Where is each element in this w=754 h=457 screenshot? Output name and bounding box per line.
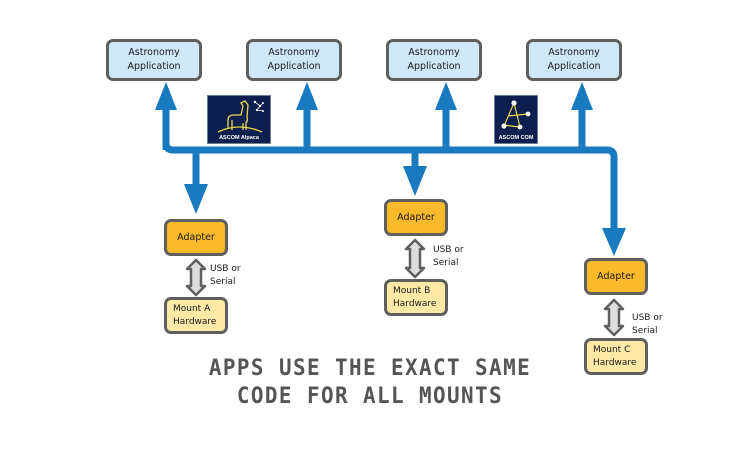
link-line2: Serial	[632, 326, 658, 336]
adapter-box-c: Adapter	[584, 258, 648, 295]
mount-b-hardware-box: Mount B Hardware	[384, 279, 448, 316]
alpaca-icon	[217, 100, 264, 133]
app-label-line1: Astronomy	[408, 47, 460, 58]
mount-label-line1: Mount C	[593, 344, 631, 355]
mount-label-line2: Hardware	[173, 316, 217, 327]
app-label-line1: Astronomy	[268, 47, 320, 58]
link-label-c: USB or Serial	[632, 312, 663, 338]
constellation-icon	[501, 100, 531, 130]
arrow-down-adapter-b	[403, 166, 427, 196]
adapter-label: Adapter	[397, 211, 435, 223]
app-label-line1: Astronomy	[548, 47, 600, 58]
link-label-a: USB or Serial	[210, 263, 241, 289]
link-line2: Serial	[210, 277, 236, 287]
arrow-down-adapter-a	[184, 184, 208, 214]
adapter-box-a: Adapter	[164, 219, 228, 256]
mount-label-line2: Hardware	[393, 298, 437, 309]
mount-label-line2: Hardware	[593, 357, 637, 368]
arrow-up-app-3	[435, 82, 457, 110]
mount-a-hardware-box: Mount A Hardware	[164, 297, 228, 334]
link-label-b: USB or Serial	[433, 244, 464, 270]
app-label-line2: Application	[407, 61, 461, 72]
caption-line1: APPS USE THE EXACT SAME	[208, 356, 532, 381]
caption: APPS USE THE EXACT SAME CODE FOR ALL MOU…	[161, 355, 579, 411]
ascom-com-logo: ASCOM COM	[494, 95, 538, 144]
mount-label-line1: Mount A	[173, 303, 211, 314]
ascom-com-label: ASCOM COM	[498, 135, 534, 141]
double-arrow-c	[603, 298, 625, 337]
caption-line2: CODE FOR ALL MOUNTS	[236, 384, 504, 409]
adapter-label: Adapter	[597, 270, 635, 282]
adapter-box-b: Adapter	[384, 199, 448, 236]
double-arrow-a	[185, 258, 207, 297]
mount-c-hardware-box: Mount C Hardware	[584, 338, 648, 375]
link-line1: USB or	[433, 245, 464, 255]
arrow-up-app-4	[571, 82, 593, 110]
app-label-line1: Astronomy	[128, 47, 180, 58]
mount-label-line1: Mount B	[393, 285, 431, 296]
link-line1: USB or	[632, 313, 663, 323]
adapter-label: Adapter	[177, 231, 215, 243]
arrow-down-adapter-c	[602, 228, 626, 256]
double-arrow-b	[404, 238, 426, 279]
arrow-up-app-2	[296, 82, 318, 110]
app-label-line2: Application	[547, 61, 601, 72]
ascom-alpaca-logo: ASCOM Alpaca	[207, 95, 271, 144]
ascom-alpaca-label: ASCOM Alpaca	[219, 135, 259, 141]
arrow-up-app-1	[155, 82, 177, 110]
app-label-line2: Application	[267, 61, 321, 72]
app-label-line2: Application	[127, 61, 181, 72]
link-line2: Serial	[433, 258, 459, 268]
link-line1: USB or	[210, 264, 241, 274]
